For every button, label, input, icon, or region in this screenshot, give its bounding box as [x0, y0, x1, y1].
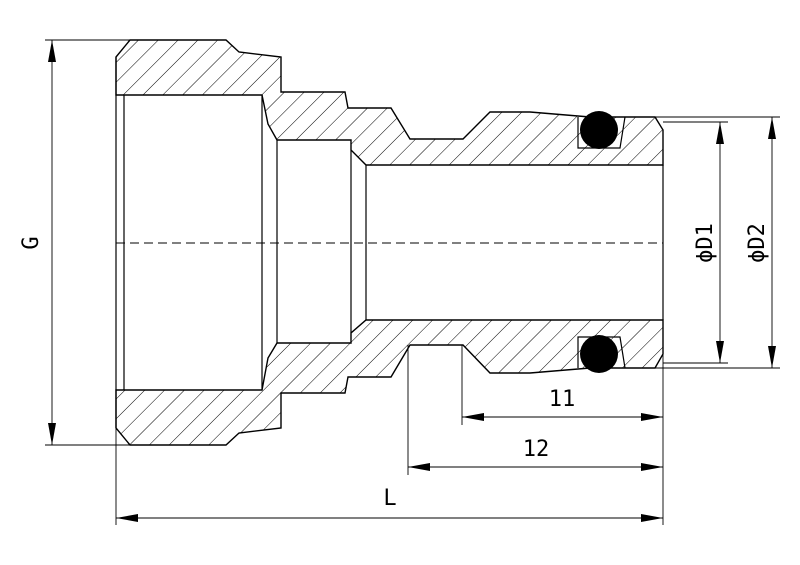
- d2-arrow-top: [768, 117, 776, 139]
- g-arrow-bottom: [48, 423, 56, 445]
- dim-l2-label: 12: [523, 437, 550, 462]
- l1-arrow-left: [462, 413, 484, 421]
- upper-wall-section: [115, 39, 664, 166]
- d1-arrow-bottom: [716, 341, 724, 363]
- lower-o-ring: [580, 335, 618, 373]
- l2-arrow-left: [408, 463, 430, 471]
- lower-wall-section: [115, 319, 664, 446]
- l-arrow-left: [116, 514, 138, 522]
- dim-g-label: G: [19, 236, 44, 249]
- l2-arrow-right: [641, 463, 663, 471]
- g-arrow-top: [48, 40, 56, 62]
- upper-o-ring: [580, 111, 618, 149]
- l-arrow-right: [641, 514, 663, 522]
- dim-d1-label: ϕD1: [693, 223, 718, 263]
- dim-d2-label: ϕD2: [745, 223, 770, 263]
- dim-l1-label: 11: [549, 387, 576, 412]
- d1-arrow-top: [716, 122, 724, 144]
- d2-arrow-bottom: [768, 346, 776, 368]
- l1-arrow-right: [641, 413, 663, 421]
- dim-l-label: L: [383, 486, 396, 511]
